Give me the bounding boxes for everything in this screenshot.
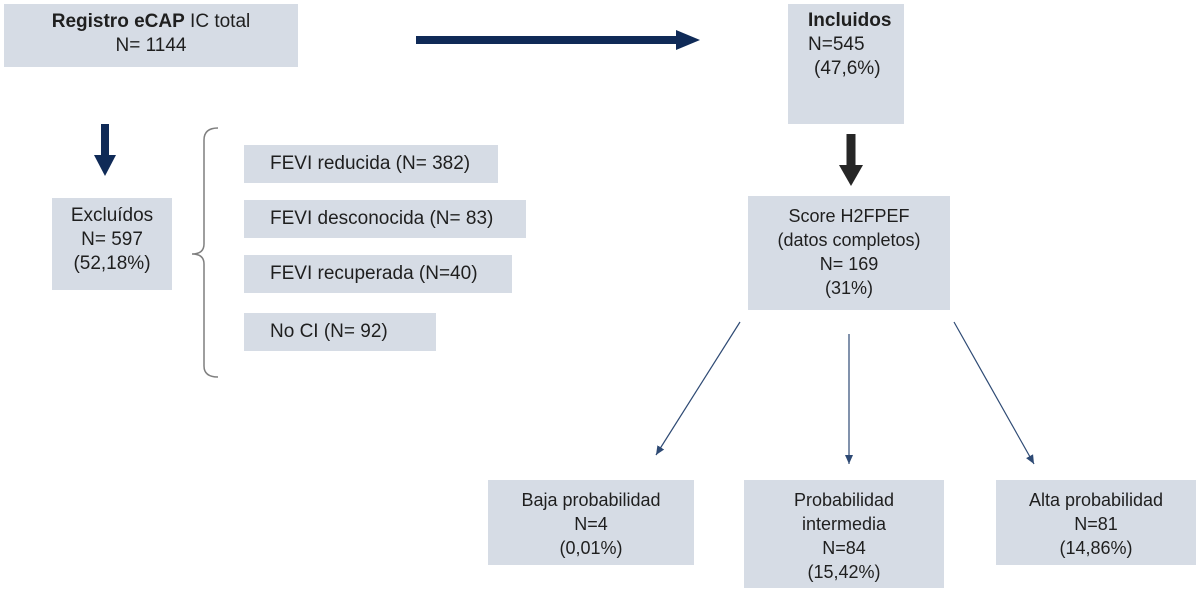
incluidos-n: N=545	[808, 34, 865, 55]
score-box: Score H2FPEF (datos completos) N= 169 (3…	[748, 196, 950, 310]
registro-box: Registro eCAP IC total N= 1144	[4, 4, 298, 67]
arrow-to-excluidos	[94, 124, 116, 176]
excluidos-box: Excluídos N= 597 (52,18%)	[52, 198, 172, 290]
result-line: (0,01%)	[559, 538, 623, 558]
registro-title-bold: Registro eCAP	[51, 11, 185, 32]
result-line: N=4	[574, 514, 608, 534]
incluidos-pct: (47,6%)	[814, 58, 881, 79]
result-line: Alta probabilidad	[1028, 490, 1164, 510]
result-line: (15,42%)	[807, 562, 881, 582]
score-line1: Score H2FPEF	[788, 206, 910, 226]
registro-title: Registro eCAP IC total	[4, 10, 298, 34]
excluidos-pct: (52,18%)	[73, 253, 151, 274]
result-line: N=81	[1074, 514, 1118, 534]
score-line2: (datos completos)	[777, 230, 921, 250]
exclusion-brace	[191, 127, 219, 378]
result-line: Probabilidad	[793, 490, 895, 510]
arrow-to-incluidos	[416, 30, 700, 50]
score-pct: (31%)	[824, 278, 873, 298]
registro-title-rest: IC total	[190, 11, 251, 32]
result-line: Baja probabilidad	[521, 490, 661, 510]
exclusion-reason: FEVI reducida (N= 382)	[244, 145, 498, 183]
arrow-to-baja	[655, 321, 741, 456]
result-line: (14,86%)	[1059, 538, 1133, 558]
result-line: N=84	[822, 538, 866, 558]
exclusion-reason: No CI (N= 92)	[244, 313, 436, 351]
exclusion-reason: FEVI recuperada (N=40)	[244, 255, 512, 293]
incluidos-box: Incluidos N=545 (47,6%)	[788, 4, 904, 124]
exclusion-reason: FEVI desconocida (N= 83)	[244, 200, 526, 238]
result-line: intermedia	[801, 514, 887, 534]
registro-n: N= 1144	[115, 35, 187, 56]
excluidos-n: N= 597	[81, 229, 143, 250]
result-intermedia-box: Probabilidad intermedia N=84 (15,42%)	[744, 480, 944, 588]
excluidos-title: Excluídos	[70, 205, 154, 226]
arrow-to-alta	[953, 321, 1035, 465]
arrow-to-score	[839, 134, 863, 186]
incluidos-title: Incluidos	[808, 10, 892, 31]
score-n: N= 169	[819, 254, 879, 274]
result-baja-box: Baja probabilidad N=4 (0,01%)	[488, 480, 694, 565]
result-alta-box: Alta probabilidad N=81 (14,86%)	[996, 480, 1196, 565]
